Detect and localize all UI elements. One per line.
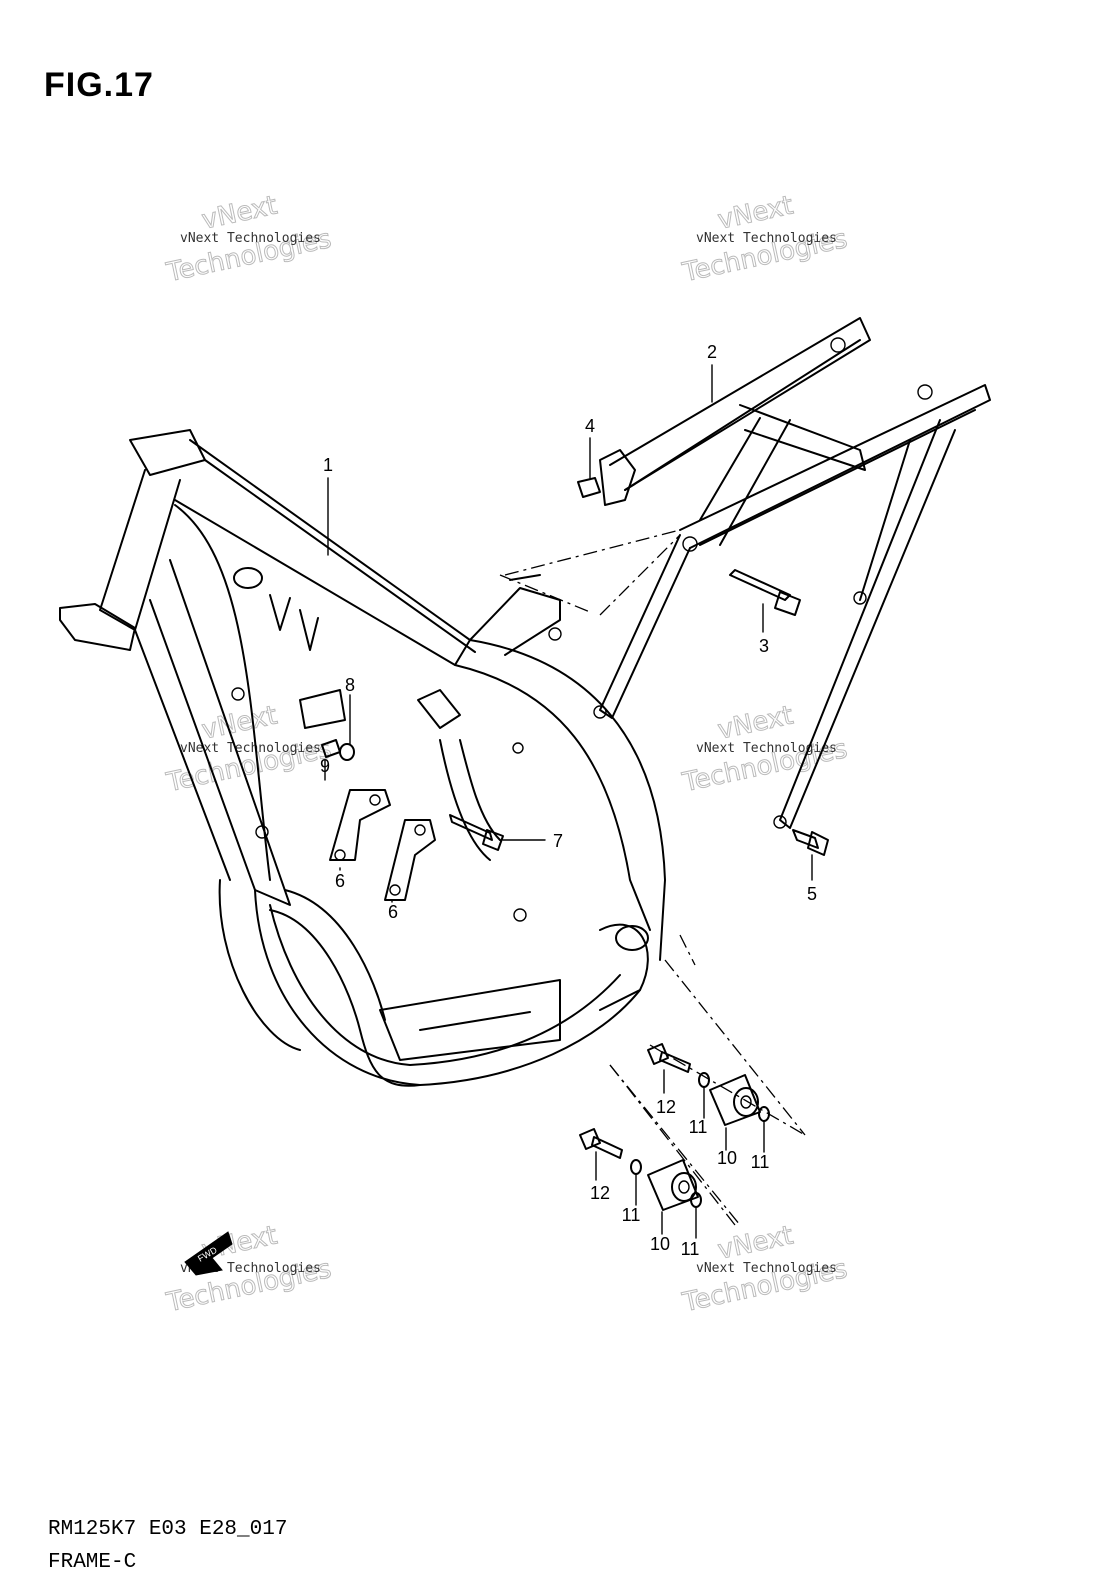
svg-text:vNext: vNext	[715, 701, 796, 746]
svg-text:vNext: vNext	[199, 701, 280, 746]
callout-12-upper: 12	[656, 1097, 676, 1117]
leader-lines	[324, 364, 813, 1239]
watermark-bottom-right: Technologies vNext vNext Technologies	[679, 1220, 851, 1319]
roller-part-10-upper	[709, 1074, 761, 1126]
bolt-part-12-upper	[647, 1043, 691, 1073]
rear-subframe-part-2	[593, 317, 991, 829]
watermark-top-right: Technologies vNext vNext Technologies	[679, 190, 851, 289]
callout-11-a: 11	[689, 1117, 708, 1137]
diagram-code: RM125K7 E03 E28_017	[48, 1518, 288, 1541]
callout-11-b: 11	[751, 1152, 770, 1172]
svg-text:vNext: vNext	[199, 191, 280, 236]
callout-12-lower: 12	[590, 1183, 610, 1203]
svg-text:vNext: vNext	[715, 1221, 796, 1266]
callout-1: 1	[323, 455, 333, 475]
callout-2: 2	[707, 342, 717, 362]
callout-5: 5	[807, 884, 817, 904]
svg-text:vNext Technologies: vNext Technologies	[696, 741, 837, 756]
watermark-top-left: Technologies vNext vNext Technologies	[163, 190, 335, 289]
callout-7: 7	[553, 831, 563, 851]
nut-part-4	[577, 477, 601, 498]
bolt-part-7	[449, 814, 504, 851]
svg-text:vNext Technologies: vNext Technologies	[696, 1261, 837, 1276]
watermark-mid-right: Technologies vNext vNext Technologies	[679, 700, 851, 799]
bracket-part-6-right	[384, 819, 436, 901]
reference-lines	[499, 529, 806, 1226]
roller-part-10-lower	[647, 1159, 699, 1211]
svg-text:vNext: vNext	[715, 191, 796, 236]
bolt-part-12-lower	[579, 1128, 623, 1159]
callout-6-left: 6	[335, 871, 345, 891]
watermark-bottom-left: Technologies vNext vNext Technologies	[163, 1220, 335, 1319]
svg-text:vNext Technologies: vNext Technologies	[180, 231, 321, 246]
callout-labels: 1 2 3 4 5 6 6 7 8 9 10 10 11 11 11 11 12…	[320, 342, 817, 1259]
svg-text:vNext Technologies: vNext Technologies	[180, 741, 321, 756]
watermark-group: Technologies vNext vNext Technologies Te…	[163, 190, 851, 1319]
callout-3: 3	[759, 636, 769, 656]
callout-10-upper: 10	[717, 1148, 737, 1168]
diagram-name: FRAME-C	[48, 1551, 137, 1574]
figure-title: FIG.17	[44, 66, 154, 104]
callout-11-c: 11	[622, 1205, 641, 1225]
callout-8: 8	[345, 675, 355, 695]
washer-part-11	[630, 1072, 770, 1208]
callout-6-right: 6	[388, 902, 398, 922]
main-frame-part-1	[59, 429, 666, 1087]
callout-11-d: 11	[681, 1239, 700, 1259]
bracket-part-6-left	[329, 789, 391, 861]
bolt-part-3	[729, 569, 801, 616]
svg-text:vNext Technologies: vNext Technologies	[696, 231, 837, 246]
nut-part-9	[321, 739, 341, 758]
collar-part-8	[339, 743, 355, 761]
callout-9: 9	[320, 756, 330, 776]
callout-10-lower: 10	[650, 1234, 670, 1254]
callout-4: 4	[585, 416, 595, 436]
bolt-part-5	[792, 829, 829, 856]
fasteners	[321, 477, 829, 1211]
